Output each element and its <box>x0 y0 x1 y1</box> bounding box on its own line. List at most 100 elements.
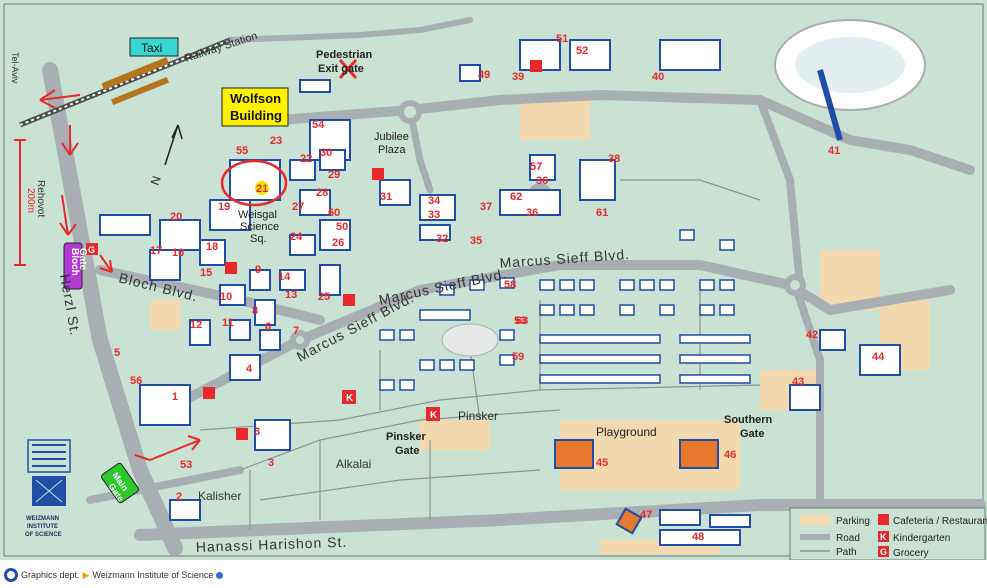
svg-text:36: 36 <box>526 207 538 219</box>
svg-text:44: 44 <box>872 351 885 363</box>
route-arrows <box>14 89 201 461</box>
legend-path: Path <box>836 547 857 558</box>
svg-text:49: 49 <box>478 69 490 81</box>
grocery-icon <box>86 243 98 255</box>
svg-text:15: 15 <box>200 267 212 279</box>
jubilee-label-1: Jubilee <box>374 131 409 143</box>
svg-text:58: 58 <box>504 279 516 291</box>
svg-text:33: 33 <box>428 209 440 221</box>
svg-text:31: 31 <box>380 191 392 203</box>
svg-text:14: 14 <box>278 271 291 283</box>
pinsker-gate-label-2: Gate <box>395 445 419 457</box>
svg-text:59: 59 <box>512 351 524 363</box>
svg-text:41: 41 <box>828 145 840 157</box>
svg-text:20: 20 <box>170 211 182 223</box>
svg-text:56: 56 <box>130 375 142 387</box>
blue-dot-icon <box>216 571 224 579</box>
svg-text:1: 1 <box>172 391 178 403</box>
weisgal-label-2: Science <box>240 221 279 233</box>
pedestrian-label-2: Exit gate <box>318 63 364 75</box>
southern-gate-label-2: Gate <box>740 428 764 440</box>
svg-text:13: 13 <box>285 289 297 301</box>
building-46 <box>679 439 719 469</box>
pedestrian-label-1: Pedestrian <box>316 49 373 61</box>
legend-kindergarten: Kindergarten <box>893 533 950 544</box>
svg-text:OF SCIENCE: OF SCIENCE <box>25 532 62 538</box>
stadium <box>774 19 926 141</box>
building-47 <box>615 507 643 535</box>
svg-text:27: 27 <box>292 201 304 213</box>
weizmann-logo: WEIZMANN INSTITUTE OF SCIENCE <box>25 439 71 538</box>
svg-text:39: 39 <box>512 71 524 83</box>
cafeteria-icon <box>225 262 237 274</box>
wolfson-box <box>221 87 289 127</box>
jubilee-label-2: Plaza <box>378 144 406 156</box>
svg-text:54: 54 <box>312 119 325 131</box>
pinsker-street-label: Pinsker <box>458 409 498 423</box>
svg-text:53: 53 <box>180 459 192 471</box>
svg-text:60: 60 <box>328 207 340 219</box>
graphics-dept-label: Graphics dept. <box>21 570 80 580</box>
kindergarten-icon <box>342 390 356 404</box>
svg-text:24: 24 <box>290 231 303 243</box>
svg-text:11: 11 <box>222 317 234 329</box>
paths <box>199 179 761 530</box>
taxi-box <box>129 37 179 57</box>
svg-text:16: 16 <box>172 247 184 259</box>
weisgal-label-1: Weisgal <box>238 209 277 221</box>
svg-text:38: 38 <box>608 153 620 165</box>
wolfson-highlight-circle <box>220 159 288 207</box>
closed-gate-icon <box>338 59 358 79</box>
svg-text:30: 30 <box>320 147 332 159</box>
svg-text:48: 48 <box>692 531 704 543</box>
svg-text:34: 34 <box>428 195 441 207</box>
building-45 <box>554 439 594 469</box>
svg-text:51: 51 <box>556 33 568 45</box>
svg-text:46: 46 <box>724 449 736 461</box>
legend-cafeteria: Cafeteria / Restaurant <box>893 516 987 527</box>
pinsker-gate-label-1: Pinsker <box>386 431 426 443</box>
svg-text:19: 19 <box>218 201 230 213</box>
svg-text:43: 43 <box>792 376 804 388</box>
building-numbers: 1 2 3 3 4 5 6 7 8 9 10 11 12 13 14 15 16… <box>114 33 885 543</box>
east-road <box>756 96 804 289</box>
map-border <box>3 3 984 557</box>
railway <box>19 37 231 128</box>
upper-ring-road <box>275 90 975 175</box>
svg-text:35: 35 <box>470 235 482 247</box>
svg-text:40: 40 <box>652 71 664 83</box>
tel-aviv-label: Tel-Aviv <box>10 52 20 84</box>
bloch-gate-label2: Gate <box>77 248 88 271</box>
svg-text:53: 53 <box>514 315 526 327</box>
amenity-icons: K K G <box>86 60 542 440</box>
svg-text:WEIZMANN: WEIZMANN <box>26 516 59 522</box>
kalisher-label: Kalisher <box>198 489 241 503</box>
svg-text:21: 21 <box>256 183 268 195</box>
weisgal-label-3: Sq. <box>250 233 267 245</box>
svg-text:36: 36 <box>536 175 548 187</box>
svg-text:29: 29 <box>328 169 340 181</box>
wolfson-label-line2: Building <box>230 108 282 123</box>
svg-text:12: 12 <box>190 319 202 331</box>
svg-text:INSTITUTE: INSTITUTE <box>27 524 58 530</box>
svg-text:K: K <box>880 532 887 542</box>
svg-text:9: 9 <box>255 264 261 276</box>
svg-text:23: 23 <box>270 135 282 147</box>
playground-label: Playground <box>596 425 657 439</box>
graphics-dept-logo-icon <box>4 568 18 582</box>
svg-text:28: 28 <box>316 187 328 199</box>
svg-text:50: 50 <box>336 221 348 233</box>
svg-text:55: 55 <box>236 145 248 157</box>
svg-text:4: 4 <box>246 363 253 375</box>
svg-text:5: 5 <box>114 347 120 359</box>
svg-text:45: 45 <box>596 457 608 469</box>
cafeteria-icon <box>343 294 355 306</box>
svg-text:57: 57 <box>530 161 542 173</box>
orange-buildings <box>554 439 719 535</box>
kindergarten-legend-icon <box>878 531 889 542</box>
institute-label: Weizmann Institute of Science <box>92 570 214 580</box>
rail-access <box>227 17 473 43</box>
cafeteria-icon <box>530 60 542 72</box>
svg-text:8: 8 <box>252 305 258 317</box>
cafeteria-icon <box>372 168 384 180</box>
